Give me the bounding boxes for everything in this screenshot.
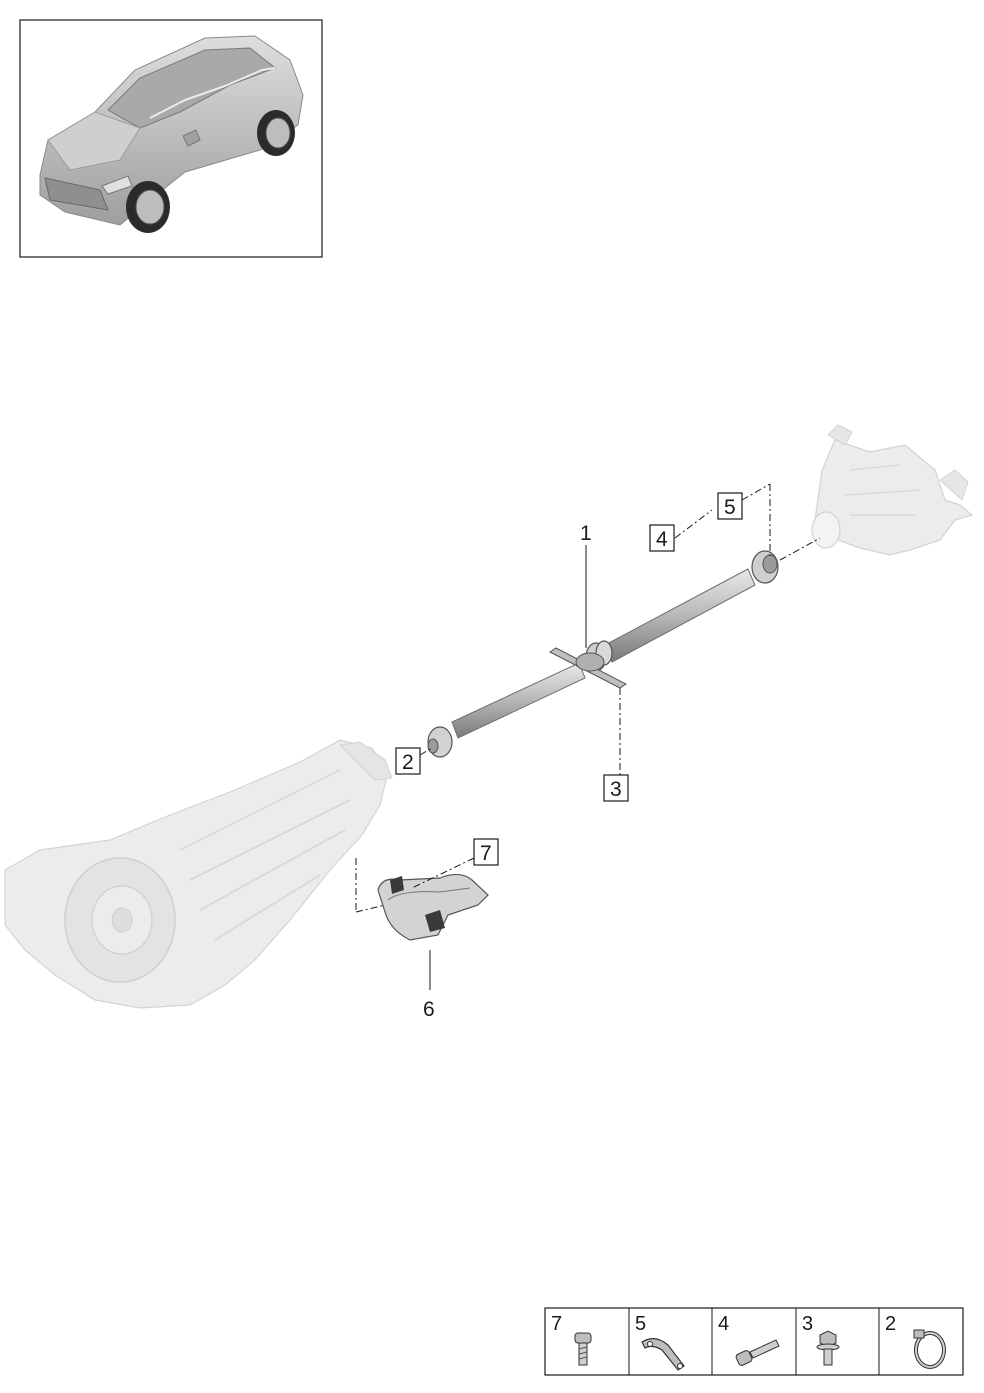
svg-text:7: 7: [480, 842, 492, 865]
legend-cell-3: 3: [802, 1313, 840, 1366]
svg-text:1: 1: [580, 522, 592, 545]
long-bolt-icon: [735, 1339, 780, 1366]
svg-text:5: 5: [724, 496, 736, 519]
svg-text:2: 2: [885, 1313, 896, 1335]
svg-text:3: 3: [802, 1313, 813, 1335]
bolt-icon: [574, 1332, 592, 1366]
legend-cell-4: 4: [718, 1313, 780, 1366]
svg-text:2: 2: [402, 751, 414, 774]
hose-clamp-icon: [913, 1329, 946, 1369]
bracket-icon: [641, 1338, 685, 1371]
center-bearing-bracket: [549, 647, 627, 689]
callout-2: 2: [395, 747, 421, 775]
svg-text:6: 6: [423, 998, 435, 1021]
callout-4: 4: [649, 524, 675, 552]
vehicle-thumbnail: [19, 19, 323, 258]
callout-3: 3: [603, 774, 629, 802]
legend-cell-2: 2: [885, 1313, 946, 1369]
heat-shield: [377, 873, 489, 941]
legend-cell-5: 5: [635, 1313, 685, 1371]
transmission-ghost: [4, 739, 393, 1009]
callout-1: 1: [580, 522, 592, 545]
suv-car-illustration: [39, 35, 304, 233]
callout-7: 7: [473, 838, 499, 866]
legend-cell-7: 7: [551, 1313, 592, 1366]
flange-bolt-icon: [816, 1330, 840, 1366]
leader-lines: [355, 483, 821, 990]
callout-6: 6: [423, 998, 435, 1021]
svg-text:7: 7: [551, 1313, 562, 1335]
svg-text:3: 3: [610, 778, 622, 801]
parts-legend: 7 5 4 3: [544, 1307, 964, 1376]
callout-5: 5: [717, 492, 743, 520]
svg-text:5: 5: [635, 1313, 646, 1335]
svg-text:4: 4: [718, 1313, 729, 1335]
rear-differential-ghost: [811, 424, 974, 556]
svg-text:4: 4: [656, 528, 668, 551]
propeller-shaft: [427, 550, 779, 758]
